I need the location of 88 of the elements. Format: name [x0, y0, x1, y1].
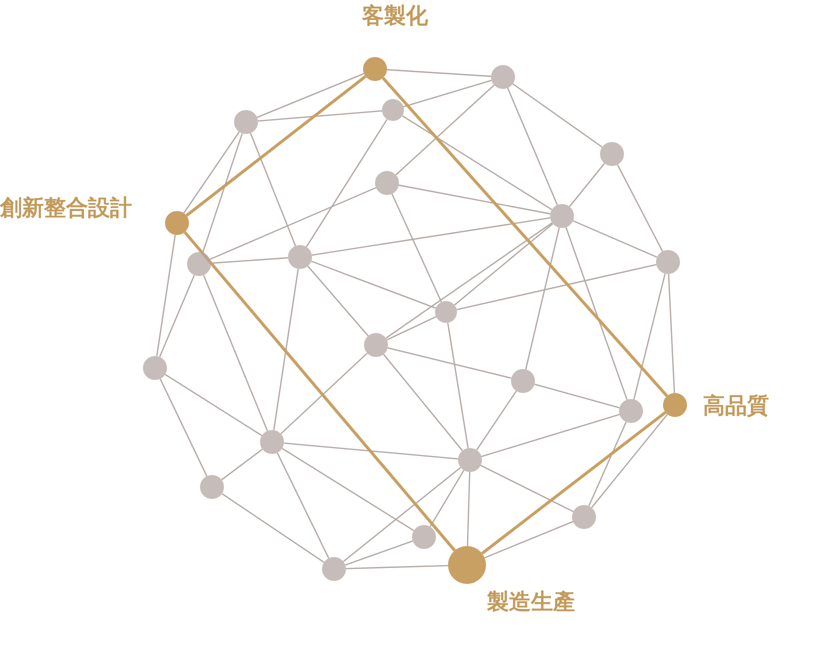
- connector-line: [184, 231, 456, 552]
- connector-line: [430, 470, 464, 528]
- connector-line: [388, 347, 512, 379]
- connector-line: [480, 464, 574, 512]
- connector-line: [310, 260, 436, 309]
- connector-line: [391, 194, 442, 302]
- connector-line: [466, 472, 470, 546]
- connector-line: [481, 414, 620, 458]
- network-node-circle: [619, 399, 643, 423]
- connector-line: [507, 88, 558, 206]
- connector-line: [476, 390, 517, 450]
- connector-line: [273, 268, 299, 430]
- network-node-circle: [550, 204, 574, 228]
- connector-line: [256, 73, 364, 118]
- network-node-circle: [511, 369, 535, 393]
- connector-line: [250, 132, 296, 246]
- network-node-circle: [491, 65, 515, 89]
- connector-line: [345, 540, 413, 566]
- connector-line: [186, 75, 366, 217]
- connector-line: [484, 521, 574, 558]
- network-node-circle: [234, 110, 258, 134]
- connector-line: [668, 274, 676, 394]
- network-node-circle: [412, 525, 436, 549]
- connector-line: [156, 234, 176, 356]
- node-caption: 製造生產: [487, 590, 575, 616]
- network-node-circle: [187, 252, 211, 276]
- connector-line: [402, 115, 552, 210]
- connector-line: [395, 84, 495, 176]
- connector-line: [202, 133, 243, 253]
- connector-line: [591, 414, 668, 508]
- highlight-node-circle: [663, 393, 687, 417]
- connector-line: [572, 220, 658, 258]
- connector-line: [588, 422, 627, 506]
- connector-line: [210, 257, 288, 264]
- connector-line: [386, 316, 436, 340]
- connector-line: [159, 274, 195, 358]
- connector-line: [203, 274, 268, 432]
- network-node-circle: [375, 171, 399, 195]
- connector-line: [164, 374, 262, 436]
- connector-line: [284, 442, 458, 460]
- connector-line: [210, 187, 376, 260]
- network-node-circle: [382, 99, 404, 121]
- connector-line: [258, 110, 382, 122]
- connector-line: [307, 266, 369, 336]
- network-node-circle: [656, 250, 680, 274]
- node-caption: 高品質: [703, 394, 769, 420]
- connector-line: [383, 354, 463, 452]
- connector-line: [569, 162, 605, 208]
- network-node-circle: [143, 356, 167, 380]
- connector-line: [160, 378, 208, 476]
- highlight-node-circle: [165, 211, 189, 235]
- network-node-circle: [288, 245, 312, 269]
- network-node-circle: [435, 301, 457, 323]
- connector-line: [346, 564, 448, 570]
- connector-line: [481, 411, 666, 555]
- connector-line: [454, 223, 554, 306]
- highlight-node-circle: [363, 57, 387, 81]
- connector-line: [403, 80, 492, 108]
- network-node-circle: [572, 505, 596, 529]
- connector-line: [525, 228, 560, 370]
- connector-line: [565, 227, 628, 400]
- connector-line: [280, 352, 368, 434]
- connector-line: [282, 448, 414, 532]
- network-node-circle: [200, 475, 224, 499]
- network-node-circle: [260, 430, 284, 454]
- connector-line: [386, 222, 552, 339]
- connector-line: [456, 264, 656, 310]
- connector-line: [616, 164, 664, 252]
- connector-line: [382, 77, 668, 397]
- network-node-circle: [364, 333, 388, 357]
- network-node-circle: [322, 557, 346, 581]
- connector-line: [512, 83, 603, 148]
- node-caption: 客製化: [362, 4, 428, 30]
- network-node-circle: [458, 448, 482, 472]
- network-node-circle: [600, 142, 624, 166]
- connector-line: [534, 384, 620, 408]
- connector-line: [386, 69, 492, 77]
- connector-line: [222, 493, 324, 563]
- connector-line: [276, 452, 330, 558]
- connector-line: [633, 273, 666, 400]
- connector-line: [306, 118, 388, 248]
- connector-line: [447, 322, 469, 448]
- connector-line: [343, 467, 461, 562]
- highlight-node-circle: [448, 546, 486, 584]
- connector-line: [312, 217, 550, 256]
- connector-line: [221, 448, 263, 480]
- connector-line: [183, 132, 240, 214]
- connector-line: [398, 184, 550, 214]
